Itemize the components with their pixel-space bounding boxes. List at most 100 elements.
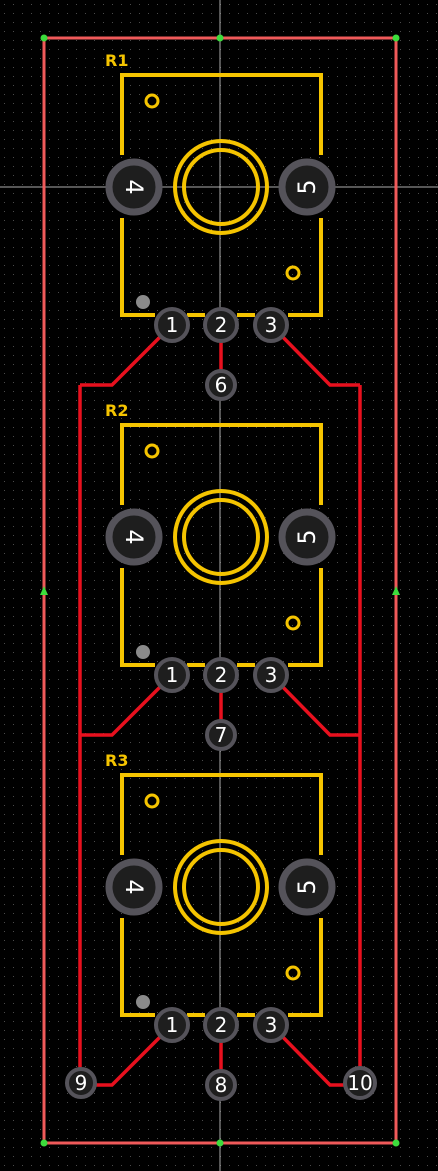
- r1-pin-3-ring: [253, 307, 289, 343]
- marker-hole-bottom: [285, 615, 301, 631]
- bus-pad-right-label: 10: [347, 1071, 372, 1095]
- r2-pin1-trace[interactable]: [80, 673, 174, 737]
- extra-pad-6-label: 6: [215, 373, 228, 397]
- r1-pad-4[interactable]: 4: [105, 158, 163, 216]
- body-outline-bottom-right: [288, 218, 323, 317]
- r3-pin-3-ring: [253, 1007, 289, 1043]
- outline-vertex-marker: [216, 34, 224, 42]
- r1-pin3-trace[interactable]: [269, 323, 360, 387]
- r2-pin3-trace[interactable]: [269, 673, 360, 737]
- extra-pad-7[interactable]: 7: [205, 719, 237, 751]
- shaft-outer-ring: [173, 489, 269, 585]
- r1-pin-2[interactable]: 2: [203, 307, 239, 343]
- bus-pad-right-ring: [343, 1066, 377, 1100]
- r2-pad-4[interactable]: 4: [105, 508, 163, 566]
- outline-midpoint-marker: [40, 586, 48, 595]
- r1-pin-3[interactable]: 3: [253, 307, 289, 343]
- outline-midpoint-marker: [392, 586, 400, 595]
- body-outline-bottom-right: [288, 918, 323, 1017]
- extra-pad-8-label: 8: [215, 1073, 228, 1097]
- marker-hole-bottom: [285, 265, 301, 281]
- pin1-indicator-dot: [136, 645, 150, 659]
- r2-pin-3-ring: [253, 657, 289, 693]
- r2-pin-1-ring: [154, 657, 190, 693]
- r1-pin-1-ring: [154, 307, 190, 343]
- extra-pad-6[interactable]: 6: [205, 369, 237, 401]
- r1-pad-4-ring: [105, 158, 163, 216]
- r3-pad-4[interactable]: 4: [105, 858, 163, 916]
- body-outline-top: [120, 773, 323, 855]
- r2-pin-3-label: 3: [265, 663, 278, 687]
- r2-ref-label: R2: [105, 401, 128, 420]
- r2-pin-3[interactable]: 3: [253, 657, 289, 693]
- pin1-indicator-dot: [136, 295, 150, 309]
- body-outline-bottom-right: [288, 568, 323, 667]
- marker-hole-top: [144, 443, 160, 459]
- pads-layer[interactable]: 4 5 1 2 3 6 4 5 1 2 3 7 4 5 1 2 3 8 9 10: [65, 158, 377, 1101]
- bus-pad-right[interactable]: 10: [343, 1066, 377, 1100]
- outline-vertex-marker: [40, 1139, 48, 1147]
- shaft-inner-ring: [182, 848, 260, 926]
- r3-pin-2-label: 2: [215, 1013, 228, 1037]
- r2-pin-1-label: 1: [166, 663, 179, 687]
- bus-pad-left-label: 9: [75, 1071, 88, 1095]
- r1-silkscreen: [120, 73, 323, 317]
- r2-pin-2[interactable]: 2: [203, 657, 239, 693]
- r3-pad-5-ring: [278, 858, 336, 916]
- r1-pin1-trace[interactable]: [80, 323, 174, 387]
- r2-pad-4-label: 4: [120, 529, 148, 544]
- r2-pin-1[interactable]: 1: [154, 657, 190, 693]
- extra-pad-7-ring: [205, 719, 237, 751]
- marker-hole-top: [144, 793, 160, 809]
- r3-silkscreen: [120, 773, 323, 1017]
- outline-vertex-marker: [392, 1139, 400, 1147]
- body-outline-top: [120, 73, 323, 155]
- r1-pin-3-label: 3: [265, 313, 278, 337]
- outline-vertex-marker: [40, 34, 48, 42]
- r3-pin-3[interactable]: 3: [253, 1007, 289, 1043]
- r2-pad-5-ring: [278, 508, 336, 566]
- r1-pin-2-ring: [203, 307, 239, 343]
- r3-pad-5[interactable]: 5: [278, 858, 336, 916]
- extra-pad-8[interactable]: 8: [205, 1069, 237, 1101]
- r3-pin-3-label: 3: [265, 1013, 278, 1037]
- body-outline-bottom-left: [120, 918, 155, 1017]
- outline-vertex-marker: [216, 1139, 224, 1147]
- board-outline[interactable]: [40, 34, 400, 1147]
- r3-pin-1-ring: [154, 1007, 190, 1043]
- shaft-outer-ring: [173, 139, 269, 235]
- r3-pin-1-label: 1: [166, 1013, 179, 1037]
- outline-vertex-marker: [392, 34, 400, 42]
- marker-hole-bottom: [285, 965, 301, 981]
- r1-ref-label: R1: [105, 51, 128, 70]
- r1-pin-1[interactable]: 1: [154, 307, 190, 343]
- pin1-indicator-dot: [136, 995, 150, 1009]
- r1-pad-4-label: 4: [120, 179, 148, 194]
- r3-pin-2[interactable]: 2: [203, 1007, 239, 1043]
- shaft-inner-ring: [182, 498, 260, 576]
- r1-pin-2-label: 2: [215, 313, 228, 337]
- r1-pin-1-label: 1: [166, 313, 179, 337]
- extra-pad-7-label: 7: [215, 723, 228, 747]
- bus-pad-left[interactable]: 9: [65, 1067, 97, 1099]
- r2-pad-5[interactable]: 5: [278, 508, 336, 566]
- extra-pad-6-ring: [205, 369, 237, 401]
- r2-pin-2-label: 2: [215, 663, 228, 687]
- extra-pad-8-ring: [205, 1069, 237, 1101]
- body-outline-top: [120, 423, 323, 505]
- body-outline-bottom-left: [120, 568, 155, 667]
- r3-ref-label: R3: [105, 751, 128, 770]
- r2-pad-5-label: 5: [293, 529, 321, 544]
- r3-pad-4-ring: [105, 858, 163, 916]
- shaft-inner-ring: [182, 148, 260, 226]
- marker-hole-top: [144, 93, 160, 109]
- r1-pad-5-label: 5: [293, 179, 321, 194]
- r1-pad-5[interactable]: 5: [278, 158, 336, 216]
- r3-pin-2-ring: [203, 1007, 239, 1043]
- r1-pad-5-ring: [278, 158, 336, 216]
- r2-pad-4-ring: [105, 508, 163, 566]
- silkscreen-layer: [120, 73, 323, 1017]
- r3-pin-1[interactable]: 1: [154, 1007, 190, 1043]
